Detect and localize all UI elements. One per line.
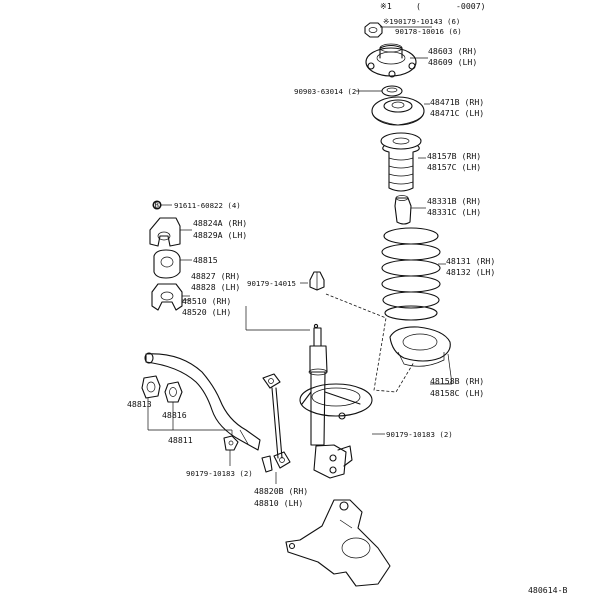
figure-code: 480614-B bbox=[528, 585, 568, 595]
label-90179-14015: 90179-14015 bbox=[247, 279, 296, 288]
label-48520-lh: 48520 (LH) bbox=[182, 307, 231, 317]
dust-boot-part bbox=[380, 132, 422, 192]
header-range: -0007) bbox=[456, 1, 486, 11]
stabilizer-bushing-48813-part bbox=[141, 375, 161, 399]
suspension-support-part bbox=[365, 43, 417, 78]
strut-nut-part bbox=[309, 271, 325, 291]
stabilizer-nut-part bbox=[223, 435, 239, 451]
coil-spring-part bbox=[381, 227, 441, 321]
bolt-marker-circle bbox=[152, 200, 162, 210]
label-90179-10183-right: 90179-10183 (2) bbox=[386, 430, 453, 439]
label-190179-10143: ※190179-10143 (6) bbox=[383, 17, 460, 26]
label-48824a-rh: 48824A (RH) bbox=[193, 218, 247, 228]
lower-insulator-part bbox=[389, 326, 451, 367]
label-48810-lh: 48810 (LH) bbox=[254, 498, 303, 508]
header-open: ( bbox=[416, 1, 421, 11]
label-48157c-lh: 48157C (LH) bbox=[427, 162, 481, 172]
label-48131-rh: 48131 (RH) bbox=[446, 256, 495, 266]
label-48471c-lh: 48471C (LH) bbox=[430, 108, 484, 118]
label-90178-10016: 90178-10016 (6) bbox=[395, 27, 462, 36]
label-48158b-rh: 48158B (RH) bbox=[430, 376, 484, 386]
label-48813: 48813 bbox=[127, 399, 152, 409]
shock-absorber-part bbox=[299, 323, 373, 479]
top-nut-part bbox=[364, 22, 383, 38]
label-48157b-rh: 48157B (RH) bbox=[427, 151, 481, 161]
stabilizer-clamp-part bbox=[151, 283, 183, 311]
stabilizer-bushing-48815-part bbox=[153, 249, 181, 279]
bearing-part bbox=[381, 85, 403, 97]
upper-spring-seat-part bbox=[371, 96, 425, 126]
label-90903-63014: 90903-63014 (2) bbox=[294, 87, 361, 96]
assembly-guide-line bbox=[325, 293, 415, 393]
label-48471b-rh: 48471B (RH) bbox=[430, 97, 484, 107]
leader-lines bbox=[147, 26, 453, 484]
label-48132-lh: 48132 (LH) bbox=[446, 267, 495, 277]
stabilizer-bushing-48816-part bbox=[164, 381, 183, 403]
bump-stopper-part bbox=[394, 195, 412, 225]
label-48815: 48815 bbox=[193, 255, 218, 265]
label-48331c-lh: 48331C (LH) bbox=[427, 207, 481, 217]
label-48811: 48811 bbox=[168, 435, 193, 445]
stabilizer-link-part bbox=[261, 373, 291, 473]
steering-knuckle-part bbox=[285, 499, 391, 587]
label-48510-rh: 48510 (RH) bbox=[182, 296, 231, 306]
label-91611-60822: 91611-60822 (4) bbox=[174, 201, 241, 210]
label-48829a-lh: 48829A (LH) bbox=[193, 230, 247, 240]
label-48603-rh: 48603 (RH) bbox=[428, 46, 477, 56]
label-bolt-marker: B bbox=[155, 201, 160, 210]
stabilizer-bar-part bbox=[144, 352, 261, 451]
label-48816: 48816 bbox=[162, 410, 187, 420]
label-90179-10183-left: 90179-10183 (2) bbox=[186, 469, 253, 478]
label-48820b-rh: 48820B (RH) bbox=[254, 486, 308, 496]
label-48827-rh: 48827 (RH) bbox=[191, 271, 240, 281]
header-mark: ※1 bbox=[380, 1, 392, 11]
label-48331b-rh: 48331B (RH) bbox=[427, 196, 481, 206]
label-48158c-lh: 48158C (LH) bbox=[430, 388, 484, 398]
label-48609-lh: 48609 (LH) bbox=[428, 57, 477, 67]
label-48828-lh: 48828 (LH) bbox=[191, 282, 240, 292]
